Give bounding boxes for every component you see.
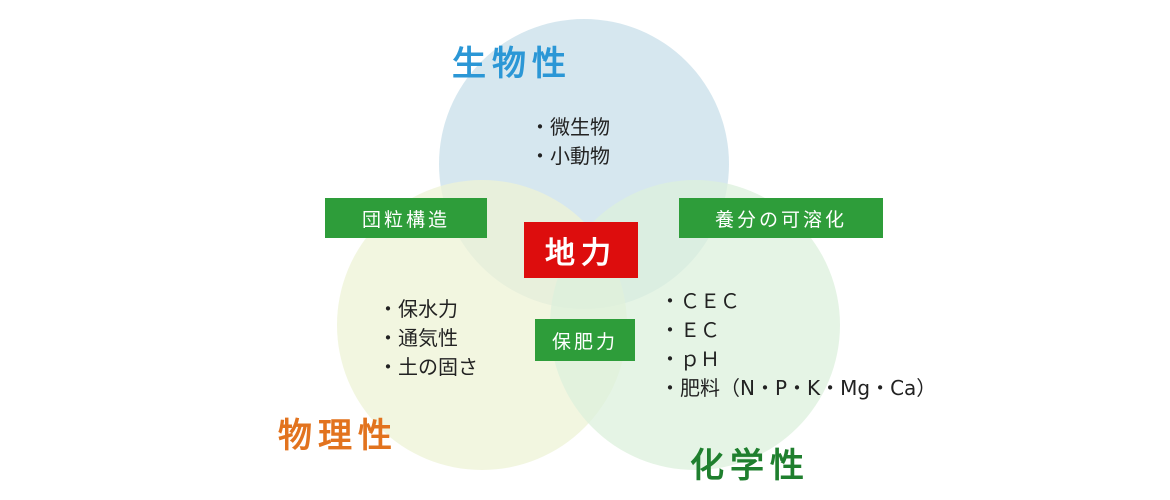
chemical-items: ＣＥＣ ＥＣ ｐＨ 肥料（N・P・K・Mg・Ca） <box>660 287 936 403</box>
list-item: 小動物 <box>530 142 610 171</box>
biological-title: 生物性 <box>452 44 572 84</box>
list-item: 微生物 <box>530 113 610 142</box>
nutrient-solubilization-label: 養分の可溶化 <box>679 198 883 238</box>
aggregate-structure-label: 団粒構造 <box>325 198 487 238</box>
soil-fertility-center-label: 地力 <box>524 222 638 278</box>
physical-title: 物理性 <box>278 416 398 456</box>
list-item: 通気性 <box>378 324 478 353</box>
list-item: ｐＨ <box>660 345 936 374</box>
list-item: 保水力 <box>378 295 478 324</box>
physical-items: 保水力 通気性 土の固さ <box>378 295 478 382</box>
biological-items: 微生物 小動物 <box>530 113 610 171</box>
list-item: 肥料（N・P・K・Mg・Ca） <box>660 374 936 403</box>
list-item: ＥＣ <box>660 316 936 345</box>
nutrient-retention-label: 保肥力 <box>535 319 635 361</box>
list-item: ＣＥＣ <box>660 287 936 316</box>
chemical-title: 化学性 <box>690 446 810 486</box>
list-item: 土の固さ <box>378 353 478 382</box>
